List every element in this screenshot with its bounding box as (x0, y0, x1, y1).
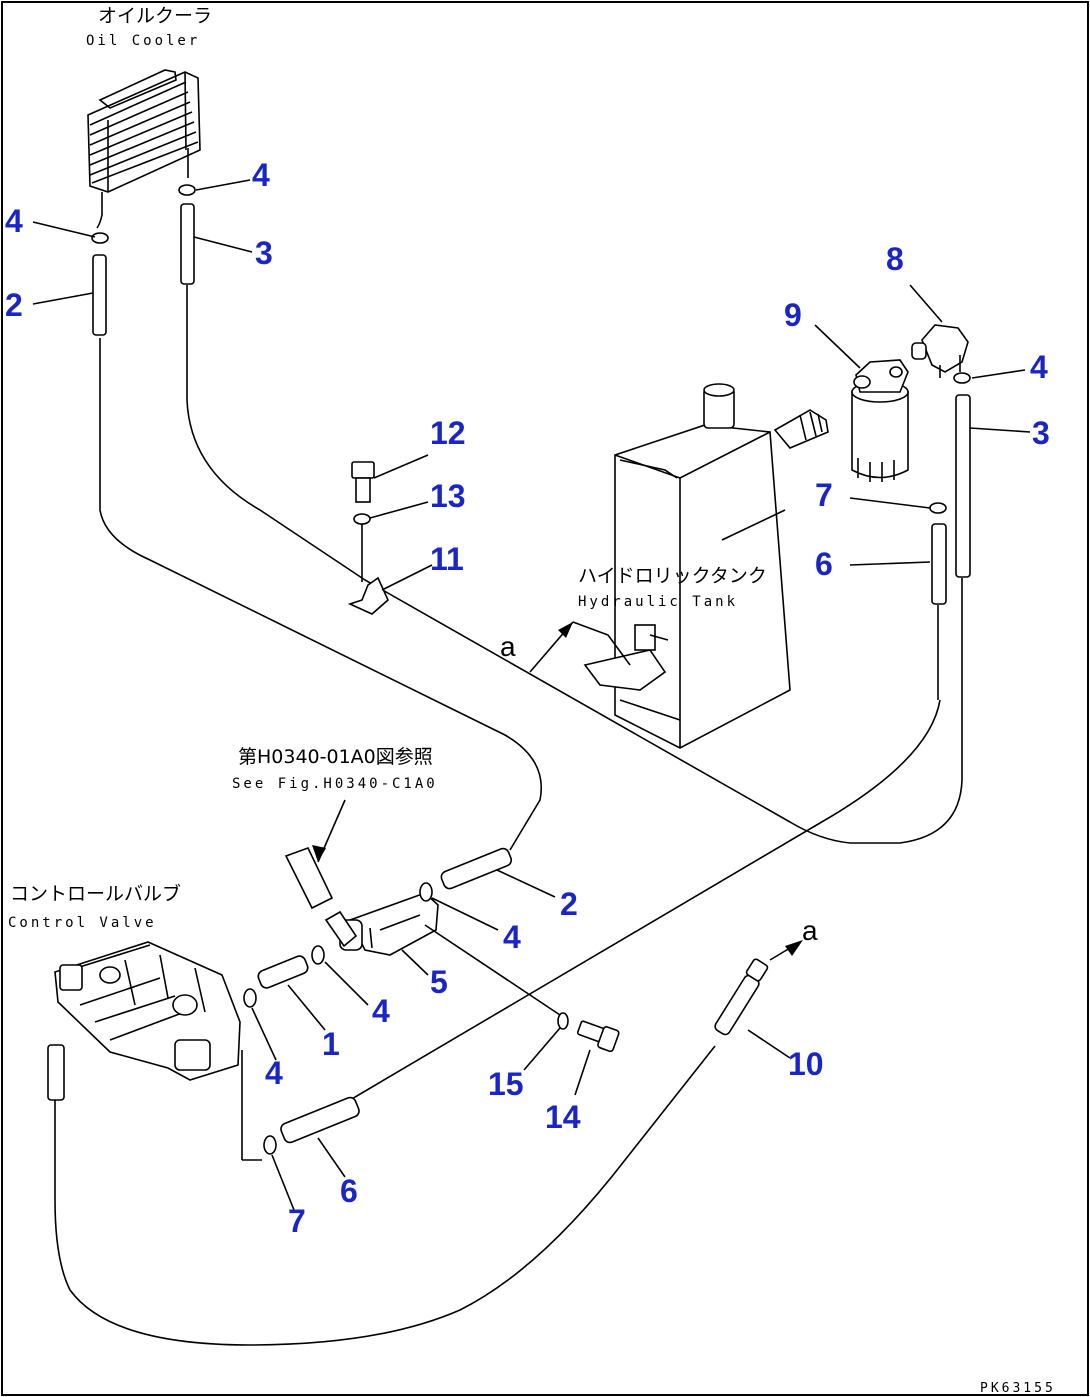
callout-5: 5 (430, 964, 448, 1000)
line-hose-10-route (54, 1045, 716, 1346)
line-hose-3-route (186, 285, 963, 844)
callout-15: 15 (488, 1066, 524, 1102)
ref-a-top: a (500, 631, 516, 662)
callout-4: 4 (265, 1055, 283, 1091)
washer-4-oc-left (91, 232, 109, 244)
hydraulic-tank-en-label: Hydraulic Tank (578, 594, 738, 610)
callout-4: 4 (252, 157, 270, 193)
oil-cooler-drawing (87, 69, 201, 229)
washer-4-valve-b (311, 945, 325, 965)
oil-cooler-jp-label: オイルクーラ (98, 5, 212, 27)
filter-9-drawing (851, 359, 909, 482)
hose-6-filter (931, 523, 947, 605)
hydraulic-tank-drawing (583, 383, 829, 749)
callout-7: 7 (815, 477, 833, 513)
washer-13 (353, 513, 371, 525)
callout-13: 13 (430, 478, 466, 514)
callout-4: 4 (372, 993, 390, 1029)
washer-7-valve (263, 1135, 277, 1155)
control-valve-jp-label: コントロールバルブ (10, 882, 181, 905)
drawing-code: PK63155 (980, 1381, 1056, 1396)
ref-a-top-arrow-icon (558, 622, 573, 638)
bolt-14 (576, 1020, 620, 1053)
washer-4-valve-c (243, 988, 257, 1008)
hose-2-oc (92, 254, 107, 336)
callout-6: 6 (815, 546, 833, 582)
line-hose-2-route (99, 338, 542, 851)
see-fig-arrow-icon (312, 845, 326, 862)
see-fig-en-label: See Fig.H0340-C1A0 (232, 776, 438, 792)
washer-4-valve-a (419, 882, 433, 902)
control-valve-en-label: Control Valve (8, 915, 157, 931)
callout-8: 8 (886, 241, 904, 277)
callout-10: 10 (788, 1046, 824, 1082)
ref-a-bottom-arrow-icon (785, 940, 803, 956)
hose-6-valve (280, 1096, 360, 1144)
control-valve-drawing (54, 941, 241, 1081)
callout-9: 9 (784, 297, 802, 333)
see-fig-jp-label: 第H0340-01A0図参照 (238, 746, 433, 768)
callout-4: 4 (5, 203, 23, 239)
connector-pipe (324, 910, 358, 948)
callout-3: 3 (255, 235, 273, 271)
callout-4: 4 (503, 919, 521, 955)
callout-4: 4 (1030, 349, 1048, 385)
fitting-10-end (47, 1044, 65, 1101)
callout-6: 6 (340, 1173, 358, 1209)
callout-2: 2 (5, 287, 23, 323)
oil-cooler-en-label: Oil Cooler (86, 33, 200, 49)
washer-4-oc-right (178, 184, 196, 196)
callout-leaders (32, 179, 1031, 1211)
hose-3-oc (180, 203, 195, 285)
callout-11: 11 (430, 541, 464, 577)
clamp-11 (347, 576, 389, 615)
callout-2: 2 (560, 886, 578, 922)
callout-12: 12 (430, 415, 466, 451)
elbow-8-drawing (911, 324, 969, 378)
tank-leader (721, 509, 786, 541)
bolt-12 (351, 461, 375, 503)
callout-7: 7 (288, 1203, 306, 1239)
hose-1 (257, 955, 309, 989)
hose-stub (284, 847, 334, 910)
callout-14: 14 (545, 1099, 581, 1135)
hydraulic-tank-jp-label: ハイドロリックタンク (578, 565, 767, 587)
washer-7-filter (929, 502, 947, 514)
washer-15 (557, 1012, 569, 1030)
line-hose-6-route (349, 699, 941, 1101)
callout-3: 3 (1032, 415, 1050, 451)
ref-a-bottom: a (802, 915, 818, 946)
washer-4-filter (953, 372, 971, 384)
hose-3-filter (955, 394, 971, 578)
block-5-drawing (339, 892, 439, 956)
hose-2-valve (440, 847, 513, 890)
hose-10-drawing (714, 958, 769, 1036)
callout-1: 1 (322, 1026, 340, 1062)
